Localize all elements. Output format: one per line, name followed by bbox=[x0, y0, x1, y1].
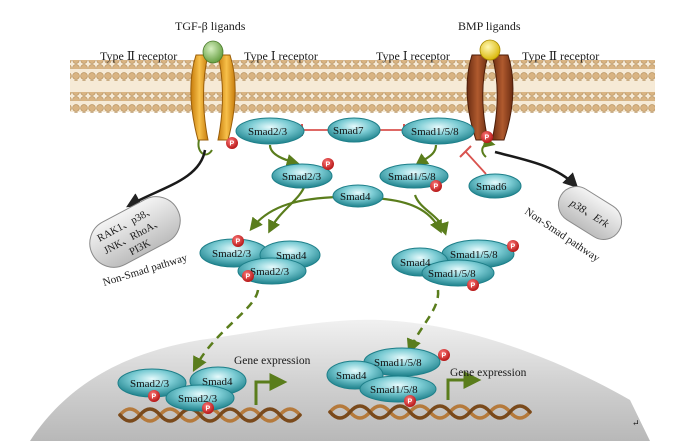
complex-right-smad158b: Smad1/5/8 bbox=[428, 268, 476, 280]
phospho-tgf-receptor: P bbox=[226, 137, 238, 149]
gene-expression-left-label: Gene expression bbox=[234, 355, 311, 367]
complex-left-smad23a: Smad2/3 bbox=[212, 248, 252, 260]
nuc-left-smad4: Smad4 bbox=[202, 376, 233, 388]
nuclear-complex-right: Smad1/5/8 Smad4 Smad1/5/8 P P bbox=[326, 347, 450, 407]
smad23-smad4-complex: Smad2/3 Smad4 Smad2/3 P P bbox=[199, 235, 321, 285]
smad6: Smad6 bbox=[468, 173, 522, 199]
nuc-left-smad23b: Smad2/3 bbox=[178, 393, 218, 405]
type1-receptor-right-label: Type Ⅰ receptor bbox=[376, 49, 450, 63]
smad7: Smad7 bbox=[327, 117, 381, 143]
smad23-receptor-label: Smad2/3 bbox=[248, 126, 288, 138]
phospho-label: P bbox=[485, 135, 490, 142]
smad158-p-label: Smad1/5/8 bbox=[388, 171, 436, 183]
phospho-label: P bbox=[511, 244, 516, 251]
smad4-label: Smad4 bbox=[340, 191, 371, 203]
green-arrows bbox=[249, 144, 449, 236]
transcription-arrows bbox=[254, 371, 482, 405]
phospho-label: P bbox=[408, 399, 413, 406]
non-smad-arrow-left bbox=[126, 149, 207, 208]
phospho-label: P bbox=[326, 162, 331, 169]
type2-receptor-left-label: Type Ⅱ receptor bbox=[100, 49, 177, 63]
cell-membrane bbox=[70, 60, 655, 113]
bmp-ligand bbox=[479, 39, 501, 61]
smad158-phosphorylated: Smad1/5/8 P bbox=[379, 163, 449, 192]
tgf-ligand bbox=[202, 40, 224, 64]
type1-receptor-left-label: Type Ⅰ receptor bbox=[244, 49, 318, 63]
nuc-right-smad4: Smad4 bbox=[336, 370, 367, 382]
bmp-ligands-label: BMP ligands bbox=[458, 19, 521, 33]
smad23-receptor: Smad2/3 bbox=[235, 117, 305, 145]
smad4-cytoplasm: Smad4 bbox=[332, 184, 384, 208]
nuc-right-smad158a: Smad1/5/8 bbox=[374, 357, 422, 369]
complex-right-smad4: Smad4 bbox=[400, 257, 431, 269]
tgf-ligands-label: TGF-β ligands bbox=[175, 19, 246, 33]
smad7-label: Smad7 bbox=[333, 125, 364, 137]
phospho-label: P bbox=[442, 353, 447, 360]
phospho-label: P bbox=[236, 239, 241, 246]
smad6-label: Smad6 bbox=[476, 181, 507, 193]
smad23-p-label: Smad2/3 bbox=[282, 171, 322, 183]
phospho-label: P bbox=[471, 283, 476, 290]
smad158-receptor-label: Smad1/5/8 bbox=[411, 126, 459, 138]
phospho-label: P bbox=[434, 184, 439, 191]
non-smad-arrow-right bbox=[494, 150, 579, 189]
complex-right-smad158a: Smad1/5/8 bbox=[450, 249, 498, 261]
nuclear-complex-left: Smad2/3 Smad4 Smad2/3 P P bbox=[117, 366, 247, 414]
phospho-label: P bbox=[152, 394, 157, 401]
phospho-label: P bbox=[206, 406, 211, 413]
smad158-smad4-complex: Smad1/5/8 Smad4 Smad1/5/8 P P bbox=[391, 239, 519, 291]
nuc-left-smad23a: Smad2/3 bbox=[130, 378, 170, 390]
complex-left-smad23b: Smad2/3 bbox=[250, 266, 290, 278]
smad23-phosphorylated: Smad2/3 P bbox=[271, 158, 334, 189]
dna-right bbox=[328, 404, 532, 420]
phospho-bmp-receptor: P bbox=[481, 131, 493, 143]
complex-left-smad4: Smad4 bbox=[276, 250, 307, 262]
tgf-receptor bbox=[190, 40, 236, 156]
smad6-inhibition bbox=[459, 145, 487, 175]
nuclear-translocation-arrows bbox=[192, 289, 440, 372]
phospho-label: P bbox=[246, 274, 251, 281]
type2-receptor-right-label: Type Ⅱ receptor bbox=[522, 49, 599, 63]
corner-return-mark: ↵ bbox=[632, 418, 640, 428]
phospho-label: P bbox=[230, 141, 235, 148]
gene-expression-right-label: Gene expression bbox=[450, 367, 527, 379]
smad158-receptor: Smad1/5/8 bbox=[401, 117, 475, 145]
nuc-right-smad158b: Smad1/5/8 bbox=[370, 384, 418, 396]
non-smad-box-left: RAK1、p38、 JNK、RhoA、 PI3K bbox=[89, 196, 181, 268]
